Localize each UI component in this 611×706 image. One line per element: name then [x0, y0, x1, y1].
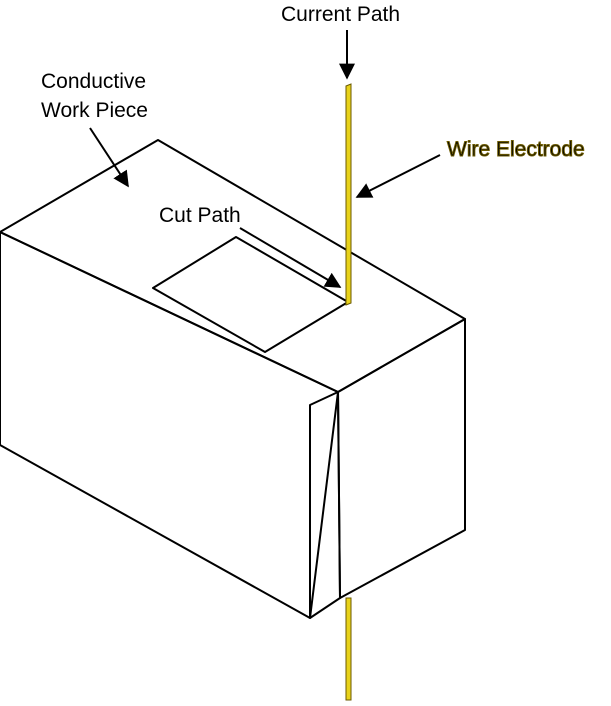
wire-electrode-upper — [345, 83, 352, 306]
workpiece-label-line2: Work Piece — [41, 99, 148, 122]
wire-electrode-label: Wire Electrode — [447, 138, 585, 161]
cut-path-outline — [152, 236, 349, 353]
wire-electrode-lower — [345, 597, 352, 701]
workpiece-label-line1: Conductive — [41, 70, 146, 93]
workpiece-side-face — [337, 318, 466, 599]
workpiece-arrow — [89, 127, 129, 188]
cut-path-label: Cut Path — [159, 204, 241, 227]
kerf-slot-face — [309, 391, 341, 619]
cut-path-arrow — [239, 227, 342, 288]
workpiece-front-face — [0, 231, 339, 619]
current-path-label: Current Path — [281, 3, 400, 26]
wire-electrode-arrow — [355, 154, 441, 198]
